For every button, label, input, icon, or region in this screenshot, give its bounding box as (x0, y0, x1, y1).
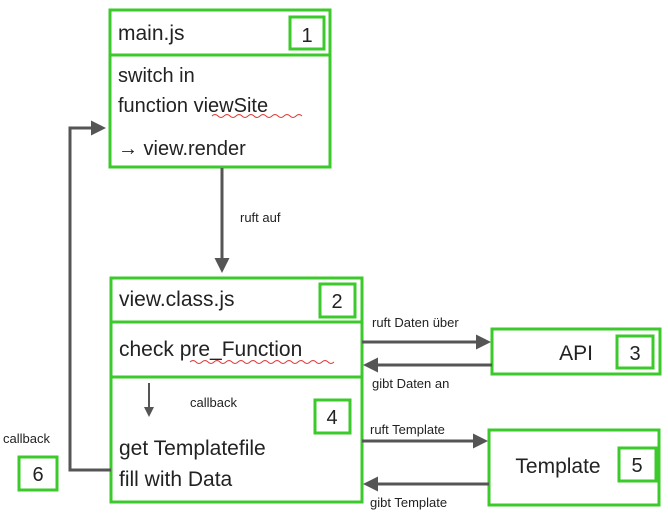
badge-4-number: 4 (326, 407, 337, 429)
label-callback: callback (3, 431, 50, 446)
badge-6 (17, 455, 59, 492)
badge-3 (615, 334, 655, 370)
label-inner-callback: callback (190, 395, 237, 410)
label-ruft-auf: ruft auf (240, 210, 281, 225)
template-box: Template 5 (487, 428, 661, 507)
main-js-title: main.js (118, 22, 185, 45)
badge-4 (313, 398, 352, 435)
badge-2-number: 2 (331, 291, 342, 313)
arrow-callback-loop (68, 120, 111, 472)
api-label: API (559, 342, 593, 365)
spellcheck-squiggle-2 (189, 360, 335, 364)
label-ruft-daten: ruft Daten über (372, 315, 459, 330)
spellcheck-squiggle (211, 114, 303, 118)
badge-3-number: 3 (629, 343, 640, 365)
fill-with-data: fill with Data (119, 468, 233, 491)
get-templatefile: get Templatefile (119, 437, 266, 460)
badge-2 (318, 282, 357, 319)
main-js-box: main.js 1 switch in function viewSite → … (108, 8, 332, 169)
badge-6-number: 6 (32, 464, 43, 486)
main-js-line1: switch in (118, 65, 195, 87)
label-gibt-template: gibt Template (370, 495, 447, 510)
badge-1-number: 1 (301, 25, 312, 47)
badge-5-number: 5 (631, 455, 642, 477)
main-js-line3: → view.render (118, 138, 246, 160)
template-label: Template (515, 455, 600, 478)
view-class-box: view.class.js 2 check pre_Function callb… (109, 276, 364, 504)
badge-1 (288, 15, 326, 51)
api-box: API 3 (490, 327, 662, 376)
label-gibt-daten: gibt Daten an (372, 376, 449, 391)
main-js-line2: function viewSite (118, 95, 268, 117)
view-class-title: view.class.js (119, 288, 235, 311)
label-ruft-template: ruft Template (370, 422, 445, 437)
check-pre-function: check pre_Function (119, 338, 302, 361)
badge-5 (617, 446, 658, 483)
